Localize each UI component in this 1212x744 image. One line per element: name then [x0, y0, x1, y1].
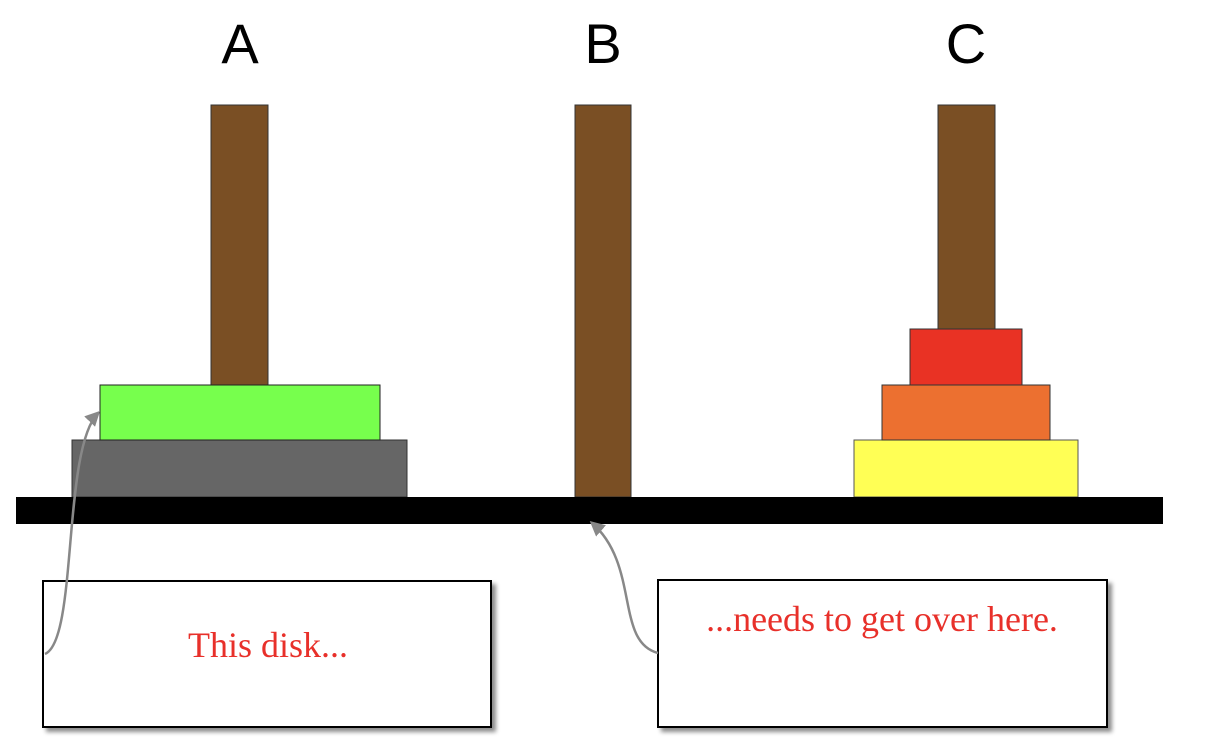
base-platform [16, 497, 1163, 524]
disk-red [909, 328, 1023, 386]
peg-label-b: B [584, 12, 621, 75]
disk-green [99, 384, 381, 441]
disk-gray-large [71, 439, 408, 498]
peg-label-a: A [221, 12, 259, 75]
arrow-to-peg-b [589, 521, 659, 655]
disk-yellow [853, 439, 1079, 498]
note-box-destination [657, 579, 1108, 728]
note-destination: ...needs to get over here. [706, 599, 1058, 639]
peg-label-c: C [946, 12, 986, 75]
disk-orange [881, 384, 1051, 441]
peg-b [574, 104, 632, 498]
note-this-disk: This disk... [188, 625, 348, 665]
arrow-to-green-disk [44, 410, 101, 656]
note-box-this-disk [42, 580, 492, 728]
